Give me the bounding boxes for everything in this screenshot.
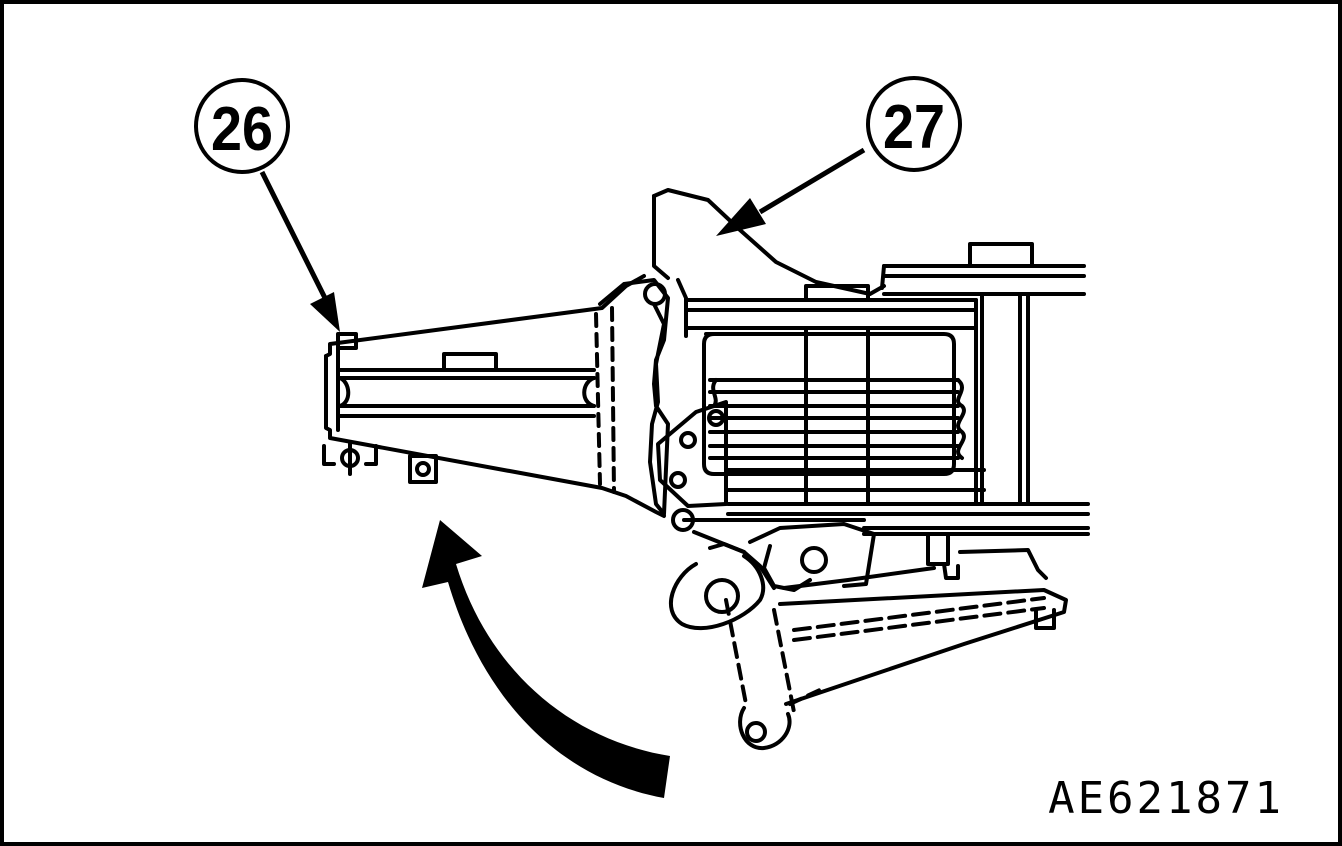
leader-arrow-26	[259, 170, 340, 332]
cylinder-housing	[682, 242, 1090, 536]
callout-27-label: 27	[883, 93, 945, 162]
callout-26-label: 26	[211, 95, 273, 164]
lower-linkage	[669, 508, 1068, 751]
callout-27: 27	[866, 76, 962, 172]
callout-26: 26	[194, 78, 290, 174]
rotation-arrow	[422, 520, 670, 798]
tapered-arm	[322, 274, 666, 518]
figure-code: AE621871	[1048, 773, 1284, 824]
pivot-bracket	[598, 188, 886, 516]
mechanical-drawing: 26 27	[194, 76, 1090, 798]
leader-arrow-27	[716, 147, 866, 236]
